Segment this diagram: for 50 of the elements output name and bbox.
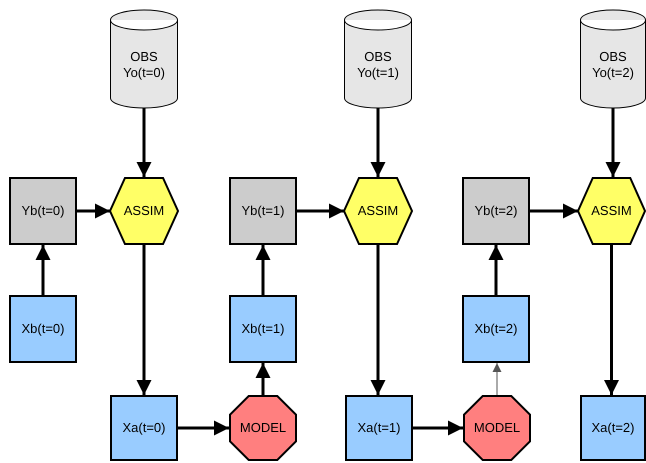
arrow: [77, 204, 110, 218]
arrow: [488, 245, 504, 295]
process-box: [580, 395, 646, 461]
node-label: OBS Yo(t=1): [356, 48, 400, 82]
arrow: [136, 245, 152, 395]
database-cylinder: [110, 10, 178, 108]
process-box: [110, 395, 178, 461]
process-box: [229, 177, 297, 245]
node-label: Xb(t=2): [474, 320, 518, 338]
node-label: Xa(t=1): [358, 420, 400, 436]
node-label: Yb(t=0): [22, 202, 64, 220]
arrow: [36, 245, 50, 295]
arrow: [530, 204, 578, 218]
node-label: MODEL: [474, 420, 520, 436]
process-box: [9, 177, 77, 245]
node-label: Xb(t=1): [242, 320, 284, 338]
process-box: [345, 395, 413, 461]
process-box: [229, 295, 297, 363]
arrow: [370, 108, 386, 177]
database-cylinder: [344, 10, 412, 108]
node-label: ASSIM: [358, 202, 398, 220]
process-box: [462, 177, 530, 245]
hexagon-node: [578, 177, 645, 245]
node-label: ASSIM: [591, 202, 632, 220]
node-label: Yb(t=2): [474, 202, 518, 220]
node-label: OBS Yo(t=0): [122, 48, 166, 82]
hexagon-node: [110, 177, 178, 245]
arrow: [178, 420, 229, 436]
octagon-node: [229, 395, 297, 461]
arrow: [492, 362, 502, 396]
node-label: MODEL: [240, 420, 286, 436]
node-label: Xa(t=2): [592, 420, 634, 436]
arrow: [370, 245, 386, 395]
process-box: [9, 295, 77, 363]
node-label: ASSIM: [124, 202, 164, 220]
arrow: [297, 204, 344, 218]
arrow: [256, 363, 270, 395]
node-label: Xa(t=0): [122, 420, 166, 436]
arrow: [413, 420, 463, 436]
node-label: OBS Yo(t=2): [591, 48, 635, 82]
hexagon-node: [344, 177, 412, 245]
arrow: [606, 108, 620, 177]
arrow: [604, 245, 619, 395]
node-label: Xb(t=0): [22, 320, 64, 338]
database-cylinder: [580, 10, 646, 108]
octagon-node: [463, 395, 531, 461]
arrow: [256, 245, 270, 295]
arrow: [136, 108, 152, 177]
process-box: [462, 295, 530, 363]
node-label: Yb(t=1): [242, 202, 284, 220]
